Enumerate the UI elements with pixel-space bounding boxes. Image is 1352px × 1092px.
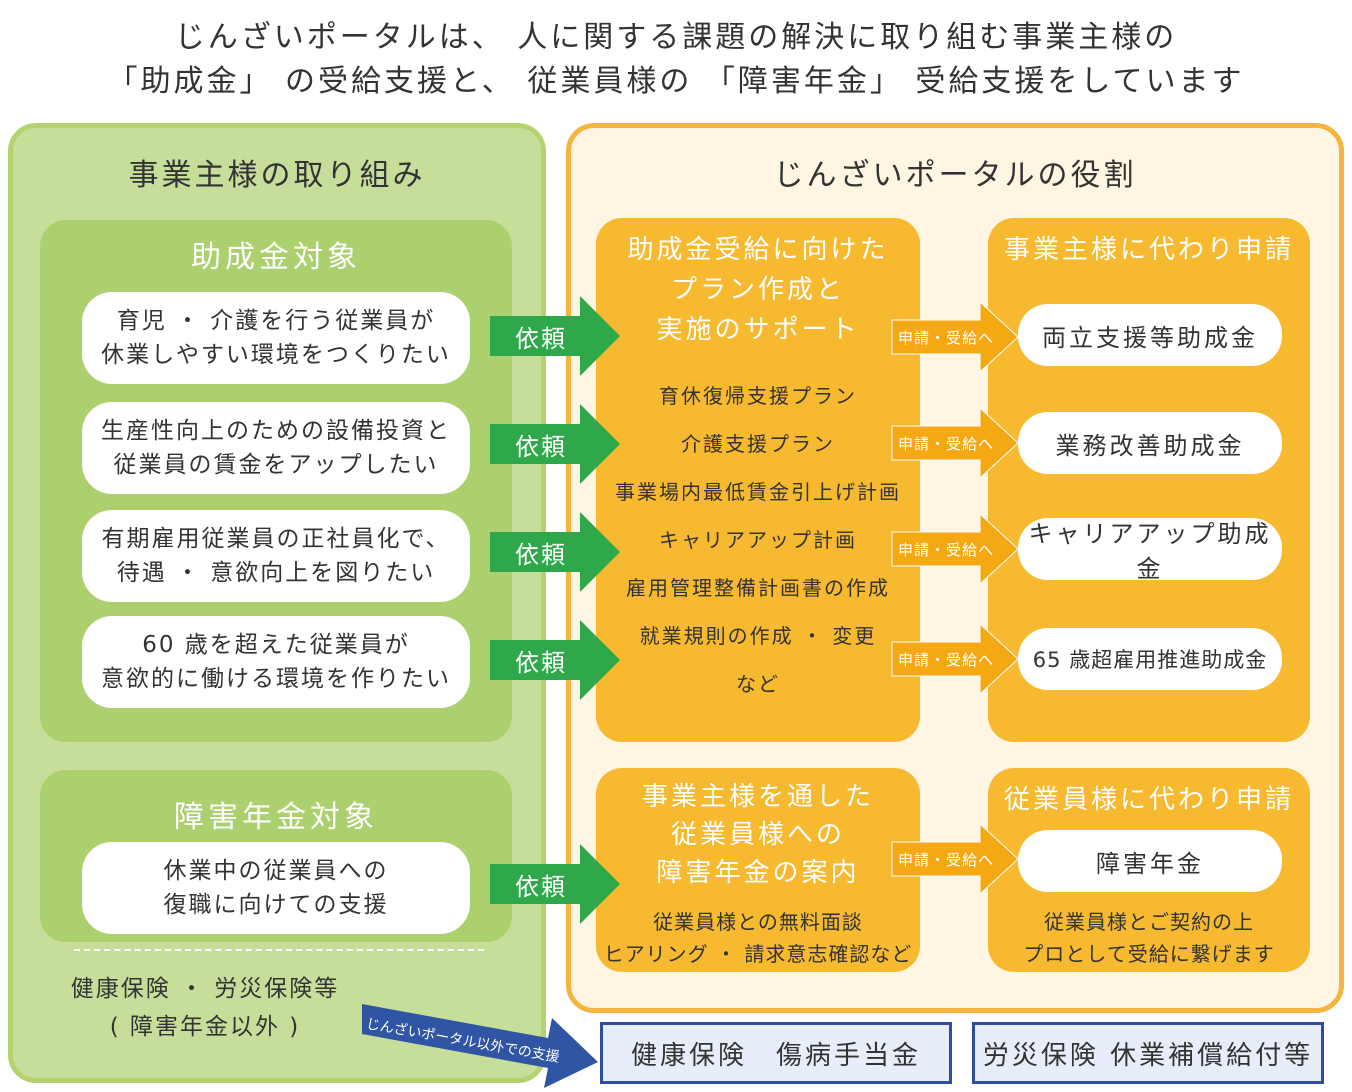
- subsidy-need-2: 生産性向上のための設備投資と従業員の賃金をアップしたい: [82, 402, 470, 494]
- plan-item: 事業場内最低賃金引上げ計画: [615, 480, 901, 504]
- plan-item: キャリアアップ計画: [659, 528, 857, 552]
- plan-item: 介護支援プラン: [681, 432, 835, 456]
- header-line-1: じんざいポータルは、 人に関する課題の解決に取り組む事業主様の: [174, 20, 1178, 55]
- employer-efforts-title: 事業主様の取り組み: [128, 158, 426, 193]
- request-arrow-icon: [490, 296, 620, 376]
- pension-result: 障害年金: [1018, 830, 1282, 892]
- subsidy-need-1: 育児 ・ 介護を行う従業員が休業しやすい環境をつくりたい: [82, 292, 470, 384]
- request-arrow-icon: [490, 844, 620, 924]
- pension-need: 休業中の従業員への復職に向けての支援: [82, 842, 470, 934]
- subsidy-result-3: キャリアアップ助成金: [1018, 518, 1282, 583]
- header-line-2: 「助成金」 の受給支援と、 従業員様の 「障害年金」 受給支援をしています: [107, 64, 1245, 99]
- pension-guide-note: 従業員様との無料面談 ヒアリング ・ 請求意志確認など: [603, 910, 913, 966]
- subsidy-target-title: 助成金対象: [191, 240, 361, 275]
- employee-apply-note: 従業員様とご契約の上 プロとして受給に繋げます: [1023, 910, 1275, 966]
- subsidy-result-1: 両立支援等助成金: [1018, 304, 1282, 366]
- apply-arrow-icon: [891, 622, 1019, 696]
- apply-arrow-icon: [891, 512, 1019, 586]
- plan-item: 雇用管理整備計画書の作成: [626, 576, 890, 600]
- plan-item: 就業規則の作成 ・ 変更: [639, 624, 877, 648]
- employee-apply-title: 従業員様に代わり申請: [1003, 785, 1294, 815]
- workers-comp-box: 労災保険 休業補償給付等: [972, 1022, 1324, 1084]
- health-insurance-box: 健康保険 傷病手当金: [600, 1022, 952, 1084]
- plan-item: 育休復帰支援プラン: [659, 384, 857, 408]
- apply-arrow-icon: [891, 300, 1019, 374]
- request-arrow-icon: [490, 512, 620, 592]
- pension-target-title: 障害年金対象: [174, 800, 378, 835]
- request-arrow-icon: [490, 404, 620, 484]
- apply-arrow-icon: [891, 822, 1019, 896]
- plan-item: など: [736, 672, 780, 696]
- subsidy-need-4: 60 歳を超えた従業員が意欲的に働ける環境を作りたい: [82, 616, 470, 708]
- plan-support-box: [596, 218, 920, 742]
- apply-arrow-icon: [891, 406, 1019, 480]
- request-arrow-icon: [490, 620, 620, 700]
- portal-role-title: じんざいポータルの役割: [773, 158, 1137, 193]
- pension-guide-box: [596, 768, 920, 972]
- pension-guide-title: 事業主様を通した 従業員様への 障害年金の案内: [641, 782, 874, 888]
- plan-support-title: 助成金受給に向けた プラン作成と 実施のサポート: [627, 235, 889, 345]
- employer-apply-title: 事業主様に代わり申請: [1003, 235, 1294, 265]
- other-insurance-note: 健康保険 ・ 労災保険等 ( 障害年金以外 ): [70, 976, 340, 1040]
- subsidy-result-2: 業務改善助成金: [1018, 412, 1282, 474]
- section-divider: [74, 949, 484, 951]
- outside-support-arrow-icon: [362, 1004, 598, 1088]
- subsidy-need-3: 有期雇用従業員の正社員化で、待遇 ・ 意欲向上を図りたい: [82, 510, 470, 602]
- subsidy-result-4: 65 歳超雇用推進助成金: [1018, 628, 1282, 690]
